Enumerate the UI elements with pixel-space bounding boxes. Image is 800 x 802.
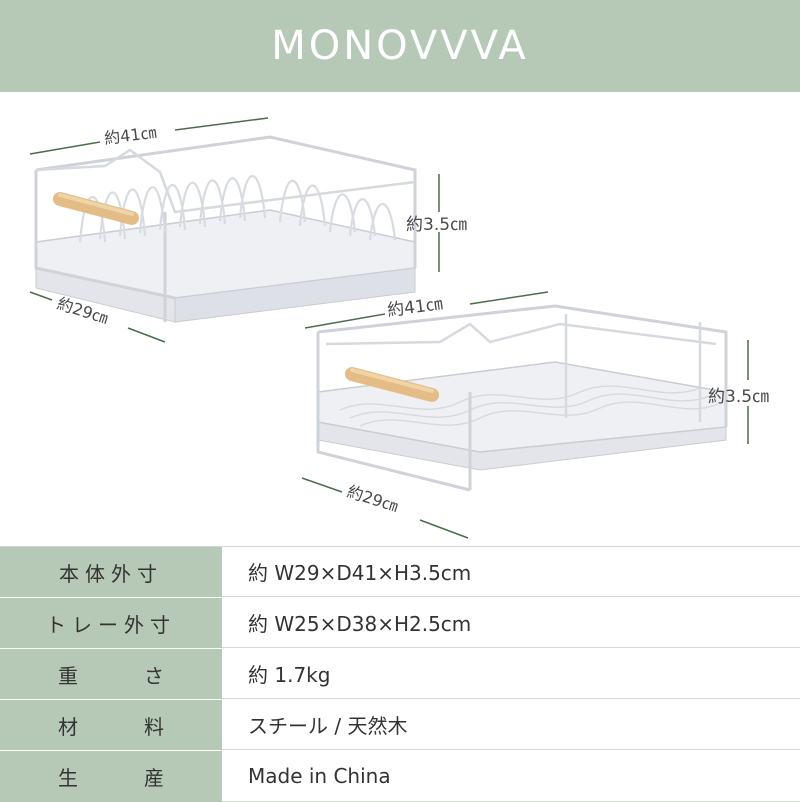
bottom-depth-label: 約29㎝	[345, 482, 401, 516]
bottom-height-label: 約3.5㎝	[708, 387, 769, 407]
spec-label-char: 産	[144, 766, 164, 790]
bottom-width-label: 約41㎝	[386, 294, 444, 321]
spec-row-tray-size: トレー外寸 約 W25×D38×H2.5cm	[0, 598, 800, 649]
spec-value: Made in China	[222, 751, 800, 802]
spec-table: 本体外寸 約 W29×D41×H3.5cm トレー外寸 約 W25×D38×H2…	[0, 546, 800, 802]
dish-rack-top-image	[29, 117, 440, 343]
brand-header: MONOVVVA	[0, 0, 800, 92]
spec-label: 本体外寸	[0, 547, 222, 597]
spec-label-char: 料	[144, 714, 164, 739]
spec-row-material: 材 料 スチール / 天然木	[0, 700, 800, 751]
top-width-label: 約41㎝	[103, 123, 157, 148]
dish-rack-bottom-image	[301, 291, 749, 539]
spec-label: 材 料	[0, 700, 222, 750]
spec-label-char: 生	[58, 766, 78, 790]
product-illustration: 約41㎝ 約3.5㎝ 約29㎝	[0, 92, 800, 544]
spec-value: 約 1.7kg	[222, 649, 800, 699]
spec-label: 重 さ	[0, 649, 222, 699]
spec-value: 約 W25×D38×H2.5cm	[222, 598, 800, 648]
spec-row-weight: 重 さ 約 1.7kg	[0, 649, 800, 700]
spec-label-char: 材	[58, 714, 78, 739]
spec-label: トレー外寸	[0, 598, 222, 648]
top-height-label: 約3.5㎝	[406, 215, 467, 235]
brand-logo: MONOVVVA	[271, 23, 529, 69]
spec-label-char: 重	[58, 663, 78, 688]
spec-label: 生 産	[0, 751, 222, 802]
spec-label-char: さ	[144, 663, 164, 688]
spec-value: スチール / 天然木	[222, 700, 800, 750]
wood-handle-icon	[345, 367, 439, 402]
spec-row-origin: 生 産 Made in China	[0, 751, 800, 802]
spec-value: 約 W29×D41×H3.5cm	[222, 547, 800, 597]
wood-handle-icon	[53, 192, 139, 225]
spec-row-body-size: 本体外寸 約 W29×D41×H3.5cm	[0, 547, 800, 598]
